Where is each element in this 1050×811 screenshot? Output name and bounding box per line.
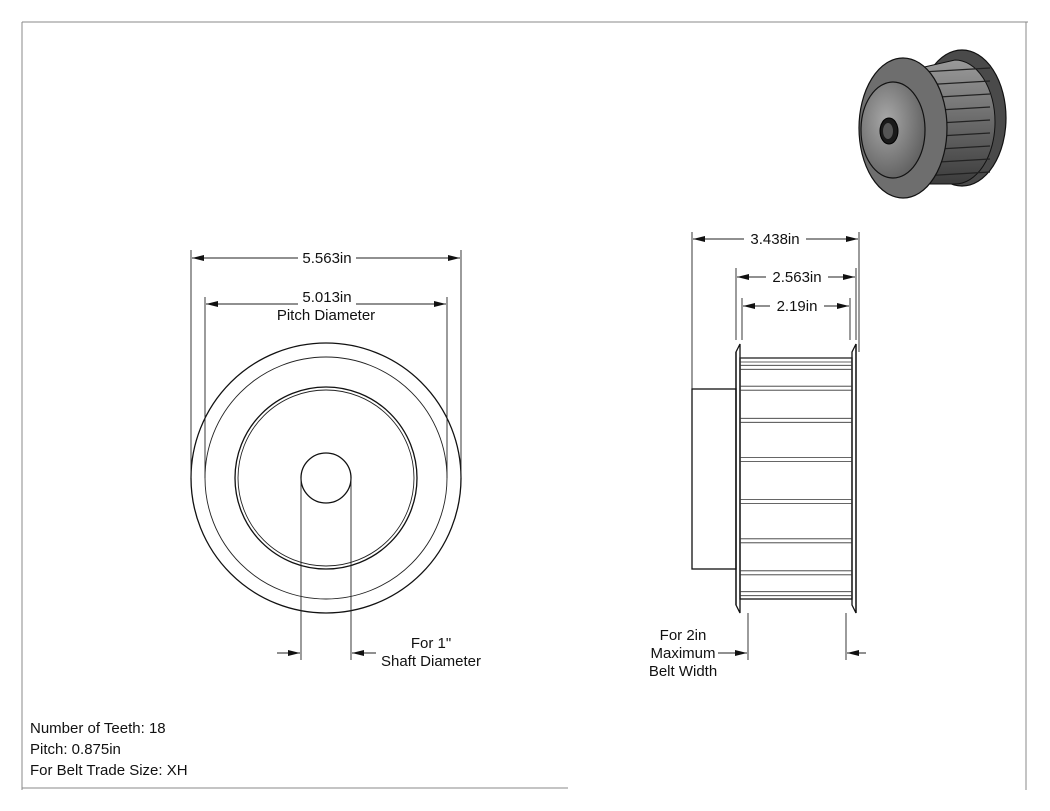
- isometric-view: [858, 49, 1007, 199]
- iso-tooth-stripe: [921, 67, 991, 73]
- outer-diameter-label: 5.563in: [302, 250, 351, 267]
- front-view: 5.563in 5.013in Pitch Diameter For 1" Sh…: [190, 250, 481, 670]
- hub-side: [691, 388, 737, 570]
- flange-width-label: 2.563in: [772, 269, 821, 286]
- spec-pitch: Pitch: 0.875in: [30, 741, 121, 758]
- hub-circle-inner: [237, 389, 415, 567]
- outer-flange-circle: [190, 342, 462, 614]
- pitch-diameter-label: Pitch Diameter: [277, 307, 375, 324]
- spec-teeth: Number of Teeth: 18: [30, 720, 166, 737]
- overall-length-label: 3.438in: [750, 231, 799, 248]
- tooth-lines: [740, 357, 852, 597]
- shaft-bore: [300, 452, 352, 504]
- drawing-border: [21, 21, 1028, 790]
- shaft-label-line2: Shaft Diameter: [381, 653, 481, 670]
- spec-notes: Number of Teeth: 18 Pitch: 0.875in For B…: [30, 720, 188, 779]
- shaft-label-line1: For 1": [411, 635, 451, 652]
- hub-circle-outer: [234, 386, 418, 570]
- belt-label-line3: Belt Width: [649, 663, 717, 680]
- belt-label-line1: For 2in: [660, 627, 707, 644]
- pitch-circle: [204, 356, 448, 600]
- tooth-body: [739, 357, 853, 600]
- pitch-diameter-value: 5.013in: [302, 289, 351, 306]
- belt-label-line2: Maximum: [650, 645, 715, 662]
- spec-belt-size: For Belt Trade Size: XH: [30, 762, 188, 779]
- side-view: 3.438in 2.563in 2.19in For 2in Maximum B…: [649, 231, 866, 680]
- tooth-width-label: 2.19in: [777, 298, 818, 315]
